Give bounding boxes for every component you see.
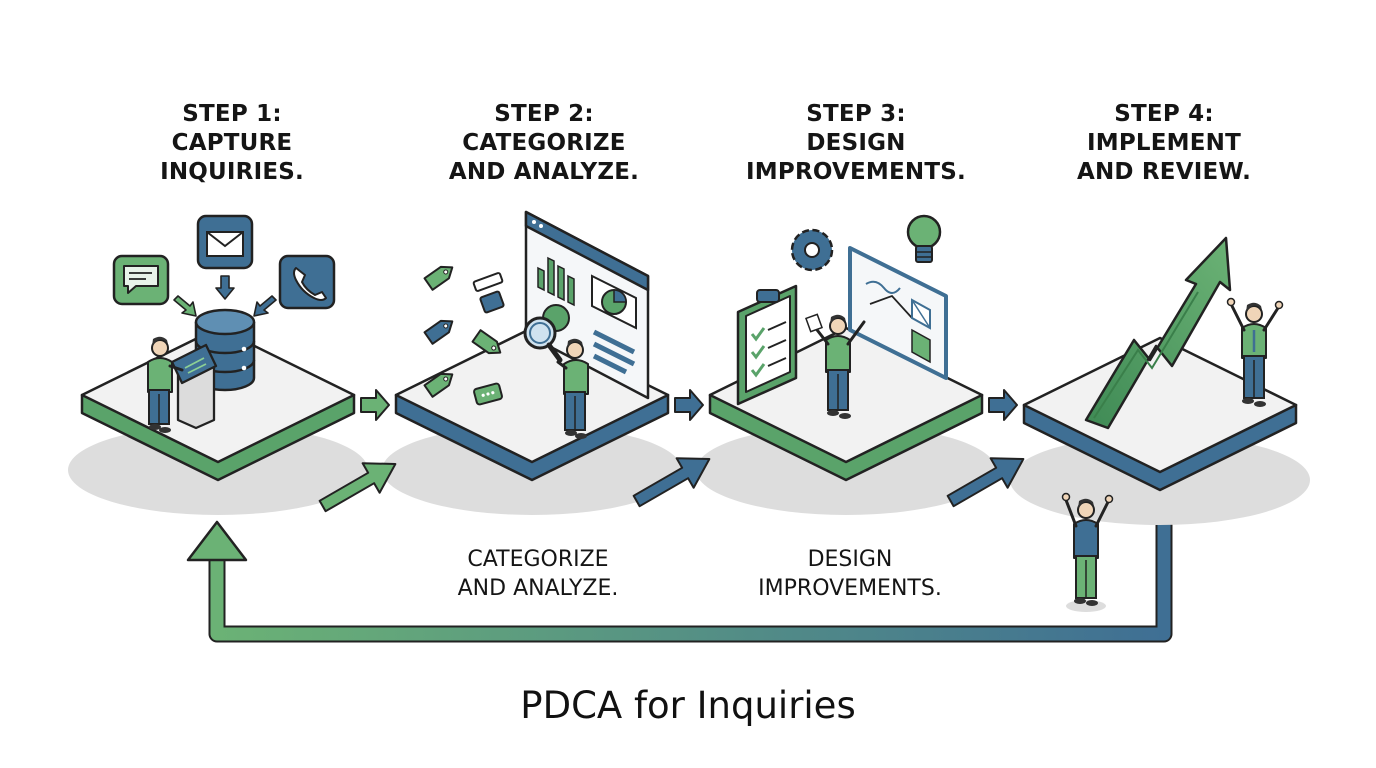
lightbulb-icon	[906, 214, 942, 263]
diagonal-arrow-3	[946, 457, 1025, 508]
diagonal-arrow-2	[632, 457, 711, 508]
sub-label-1-line-2: AND ANALYZE.	[457, 576, 619, 601]
chat-bubble-icon	[112, 254, 170, 306]
phone-icon	[278, 254, 336, 310]
clipboard-checklist-icon	[736, 284, 798, 406]
connector-arrow-1-2	[360, 389, 390, 421]
sub-label-1-line-1: CATEGORIZE	[467, 547, 609, 572]
step-3-number: STEP 3:	[806, 101, 906, 127]
step-3-title-line-2: IMPROVEMENTS.	[746, 159, 966, 185]
kiosk-terminal-icon	[170, 343, 218, 430]
person-icon	[805, 313, 866, 419]
celebrating-person-icon	[1226, 297, 1284, 407]
pie-chart-icon	[542, 274, 637, 332]
step-4-title-line-2: AND REVIEW.	[1076, 159, 1252, 185]
sub-label-2-line-1: DESIGN	[807, 547, 893, 572]
trend-arrow-icon	[1084, 236, 1232, 430]
step-1-number: STEP 1:	[182, 101, 282, 127]
tag-icon	[423, 265, 505, 406]
connector-arrow-2-3	[674, 389, 704, 421]
gear-icon	[790, 228, 834, 272]
step-3-label: STEP 3: DESIGN IMPROVEMENTS.	[696, 100, 1016, 187]
magnifier-icon	[523, 316, 563, 363]
whiteboard-icon	[848, 246, 948, 380]
sub-label-design: DESIGN IMPROVEMENTS.	[680, 545, 1020, 603]
step-2-number: STEP 2:	[494, 101, 594, 127]
return-loop-arrow	[186, 508, 1173, 643]
diagram-title: PDCA for Inquiries	[520, 684, 856, 727]
list-lines	[592, 329, 636, 375]
step-1-title-line-1: CAPTURE	[171, 130, 293, 156]
step-4-label: STEP 4: IMPLEMENT AND REVIEW.	[1004, 100, 1324, 187]
step-4-title-line-1: IMPLEMENT	[1086, 130, 1241, 156]
step-2-title-line-2: AND ANALYZE.	[448, 159, 640, 185]
bar-chart-icon	[537, 256, 575, 307]
connector-arrow-3-4	[988, 389, 1018, 421]
step-3-title-line-1: DESIGN	[806, 130, 906, 156]
step-2-label: STEP 2: CATEGORIZE AND ANALYZE.	[384, 100, 704, 187]
inbound-arrows	[173, 275, 277, 317]
step-1-label: STEP 1: CAPTURE INQUIRIES.	[72, 100, 392, 187]
step-4-number: STEP 4:	[1114, 101, 1214, 127]
sub-label-2-line-2: IMPROVEMENTS.	[758, 576, 942, 601]
dashboard-screen-icon	[524, 210, 650, 400]
person-icon	[147, 336, 184, 433]
envelope-icon	[196, 214, 254, 270]
diagonal-arrow-1	[318, 462, 397, 513]
celebrating-person-icon	[1061, 492, 1114, 612]
step-1-title-line-2: INQUIRIES.	[160, 159, 304, 185]
sub-label-categorize: CATEGORIZE AND ANALYZE.	[368, 545, 708, 603]
person-icon	[556, 338, 589, 439]
step-2-title-line-1: CATEGORIZE	[462, 130, 626, 156]
